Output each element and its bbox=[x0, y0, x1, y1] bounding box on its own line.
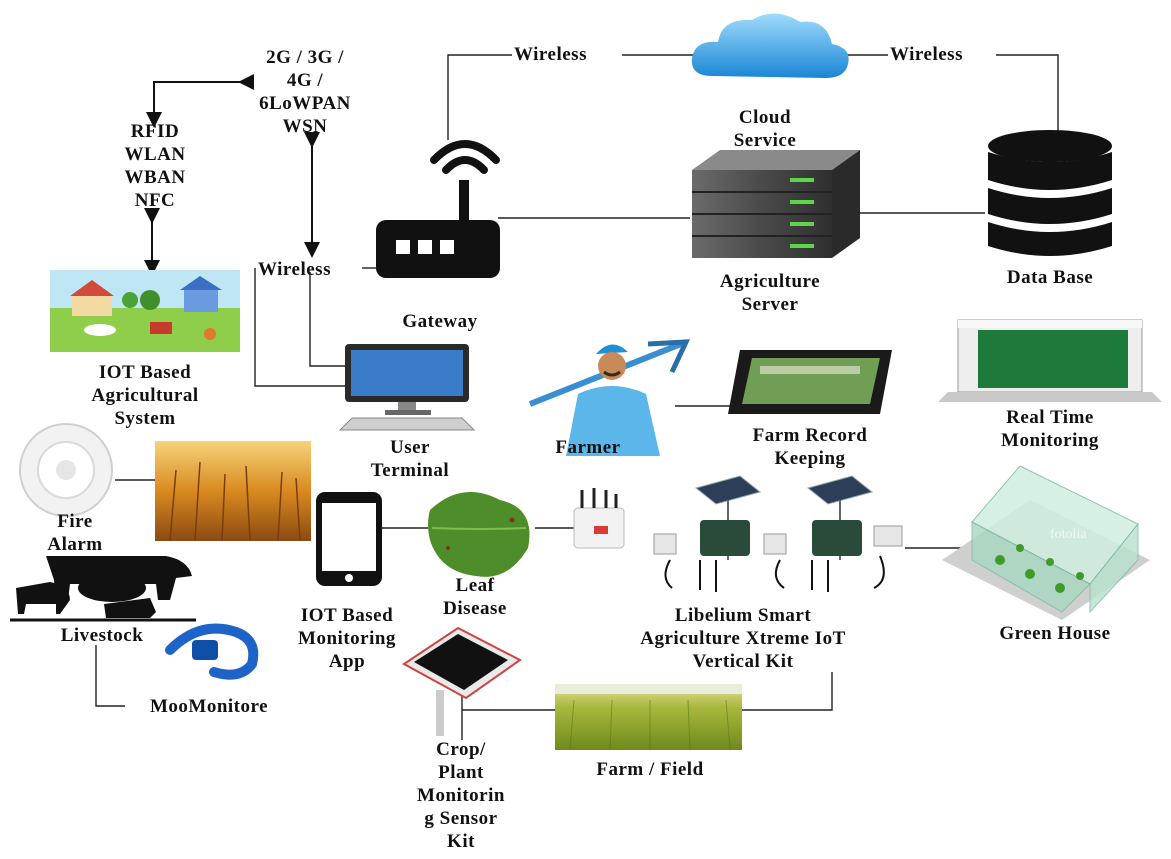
gateway-label: Gateway bbox=[402, 311, 478, 332]
diseased-leaf-image bbox=[428, 492, 530, 577]
wheat-field-image bbox=[155, 441, 311, 542]
server-icon bbox=[692, 150, 860, 258]
wireless-top-left-label: Wireless bbox=[514, 44, 587, 65]
gateway-router-icon bbox=[376, 140, 500, 278]
wireless-top-right-label: Wireless bbox=[890, 44, 963, 65]
bidirectional-arrows bbox=[144, 74, 320, 276]
cloud-icon bbox=[691, 13, 849, 78]
tablet-icon bbox=[728, 350, 892, 414]
laptop-monitoring-icon bbox=[938, 319, 1162, 402]
connector-lines bbox=[95, 54, 1059, 740]
libelium-sensor-kit-image bbox=[573, 475, 903, 592]
livestock-label: Livestock bbox=[60, 625, 144, 646]
watermark-text: fotolia bbox=[1050, 527, 1087, 542]
desktop-computer-icon bbox=[338, 344, 476, 431]
farmer-illustration bbox=[528, 339, 691, 456]
green-house-label: Green House bbox=[999, 623, 1111, 644]
data-base-label: Data Base bbox=[1006, 267, 1094, 288]
moomonitore-label: MooMonitore bbox=[149, 696, 269, 717]
database-icon bbox=[988, 130, 1112, 256]
moomonitor-collar-icon bbox=[165, 623, 259, 680]
farm-field-label: Farm / Field bbox=[596, 759, 704, 780]
smartphone-icon bbox=[316, 492, 382, 586]
farmer-label: Farmer bbox=[555, 437, 621, 458]
farm-scene-image bbox=[50, 270, 240, 352]
wireless-left-label: Wireless bbox=[258, 259, 331, 280]
smoke-detector-icon bbox=[19, 423, 113, 517]
farm-field-image bbox=[555, 684, 742, 751]
greenhouse-image: fotolia bbox=[942, 465, 1150, 620]
livestock-silhouette bbox=[10, 556, 196, 622]
crop-sensor-device-image bbox=[402, 626, 522, 736]
